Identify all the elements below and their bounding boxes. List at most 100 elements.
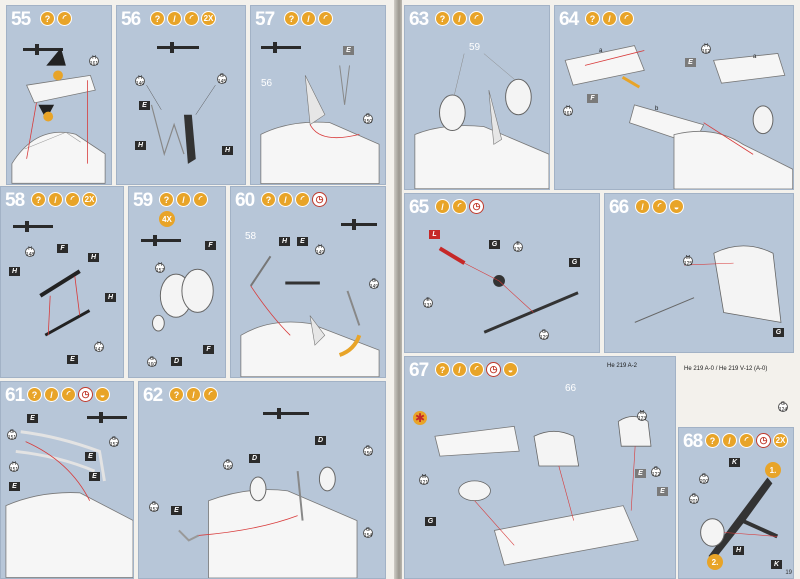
step-62: 62 ? / ◜ G 156 G 153 G 154 G 156 D D E (138, 381, 386, 579)
step-57-illustration (260, 65, 380, 184)
part-g150: G 150 (363, 113, 373, 125)
part-m125: M 125 (683, 255, 693, 267)
plane-silhouette-icon (87, 412, 127, 423)
glue-icon: ◜ (295, 192, 310, 207)
warning-star-icon: ✱ (413, 411, 427, 425)
sprue-tag-e: E (297, 237, 308, 246)
sprue-tag-f: F (203, 345, 214, 354)
sprue-tag-e: E (27, 414, 38, 423)
glue-icon: ◜ (469, 362, 484, 377)
step-number: 65 (409, 197, 429, 218)
sprue-tag-d: D (249, 454, 260, 463)
step-icons: ? / ◜ ◷ 2X (705, 433, 788, 448)
step-61: 61 ? / ◜ ◷ ◒ G 151 H 151 G 152 E E E E (0, 381, 134, 579)
attachment-label: a (599, 48, 603, 54)
step-55-illustration (11, 47, 106, 184)
variant-label: He 219 A-2 (607, 363, 638, 369)
part-h161: H 161 (89, 55, 99, 67)
glue-icon: ◜ (469, 11, 484, 26)
step-icons: ? / ◜ 2X (150, 11, 216, 26)
step-61-illustration (5, 430, 133, 578)
sprue-tag-d: D (315, 436, 326, 445)
knife-icon: / (176, 192, 191, 207)
sprue-tag-g: G (425, 517, 436, 526)
multiplier-badge: 2X (82, 192, 97, 207)
step-67: 67 ? / ◜ ◷ ◒ ✱ 66 M 123 M 121 G 122 E G … (404, 356, 676, 579)
step-number: 62 (143, 385, 163, 406)
part-h149: H 149 (315, 244, 325, 256)
part-g149: G 149 (369, 278, 379, 290)
question-icon: ? (284, 11, 299, 26)
glue-icon: ◜ (619, 11, 634, 26)
left-page: 55 ? ◜ H 161 56 ? / ◜ 2X (0, 0, 396, 579)
step-number: 67 (409, 360, 429, 381)
part-g145: G 145 (217, 73, 227, 85)
callout-number: 56 (261, 78, 273, 89)
sprue-tag-e: E (85, 452, 96, 461)
step-60-illustration (240, 255, 380, 377)
right-page: 63 ? / ◜ 59 64 ? / ◜ (402, 0, 800, 579)
knife-icon: / (635, 199, 650, 214)
glue-icon: ◜ (193, 192, 208, 207)
question-icon: ? (159, 192, 174, 207)
glue-icon: ◜ (452, 199, 467, 214)
part-g151: G 151 (7, 429, 17, 441)
part-g156: G 156 (363, 445, 373, 457)
step-icons: / ◜ ◒ (635, 199, 684, 214)
attachment-label: a (753, 54, 757, 60)
question-icon: ? (40, 11, 55, 26)
step-65-illustration (438, 246, 579, 334)
part-h162: H 162 (701, 43, 711, 55)
sprue-tag-h: H (135, 141, 146, 150)
step-icons: ? / ◜ (284, 11, 333, 26)
sprue-tag-e: E (657, 487, 668, 496)
glue-icon: ◜ (318, 11, 333, 26)
clock-icon: ◷ (78, 387, 93, 402)
part-e131: E 131 (423, 297, 433, 309)
step-63: 63 ? / ◜ 59 (404, 5, 550, 190)
question-icon: ? (585, 11, 600, 26)
step-68-illustration (700, 477, 779, 560)
part-g153: G 153 (149, 501, 159, 513)
step-59-illustration (152, 268, 214, 332)
paint-icon: ◒ (503, 362, 518, 377)
part-h147: H 147 (94, 341, 104, 353)
step-icons: ? / ◜ (169, 387, 218, 402)
page-gutter (394, 0, 404, 579)
step-icons: ? / ◜ ◷ ◒ (435, 362, 518, 377)
glue-icon: ◜ (184, 11, 199, 26)
clock-icon: ◷ (756, 433, 771, 448)
glue-icon: ◜ (57, 11, 72, 26)
knife-icon: / (722, 433, 737, 448)
sprue-tag-h: H (279, 237, 290, 246)
step-56-illustration (146, 85, 216, 164)
step-65: 65 / ◜ ◷ L G G E 130 E 131 G 129 (404, 193, 600, 353)
step-68: 68 ? / ◜ ◷ 2X G 200 G 201 K H K 1. 2. (678, 427, 794, 579)
step-number: 59 (133, 190, 153, 211)
step-number: 61 (5, 385, 25, 406)
clock-icon: ◷ (469, 199, 484, 214)
attachment-label: b (655, 106, 659, 112)
plane-silhouette-icon (261, 42, 301, 53)
part-g200: G 200 (699, 473, 709, 485)
step-number: 68 (683, 431, 703, 452)
step-66-illustration (634, 245, 782, 323)
sprue-tag-h: H (733, 546, 744, 555)
clock-icon: ◷ (486, 362, 501, 377)
plane-silhouette-icon (13, 221, 53, 232)
step-64-illustration (564, 45, 793, 189)
part-h157: H 157 (155, 262, 165, 274)
part-g160: G 160 (147, 356, 157, 368)
page-number: 19 (785, 570, 792, 576)
sprue-tag-e: E (9, 482, 20, 491)
part-h148: H 148 (25, 246, 35, 258)
glue-icon: ◜ (739, 433, 754, 448)
part-h161: H 161 (563, 105, 573, 117)
question-icon: ? (150, 11, 165, 26)
knife-icon: / (44, 387, 59, 402)
step-number: 55 (11, 9, 31, 30)
sprue-tag-e: E (635, 469, 646, 478)
knife-icon: / (278, 192, 293, 207)
glue-icon: ◜ (203, 387, 218, 402)
step-icons: ? / ◜ 2X (31, 192, 97, 207)
